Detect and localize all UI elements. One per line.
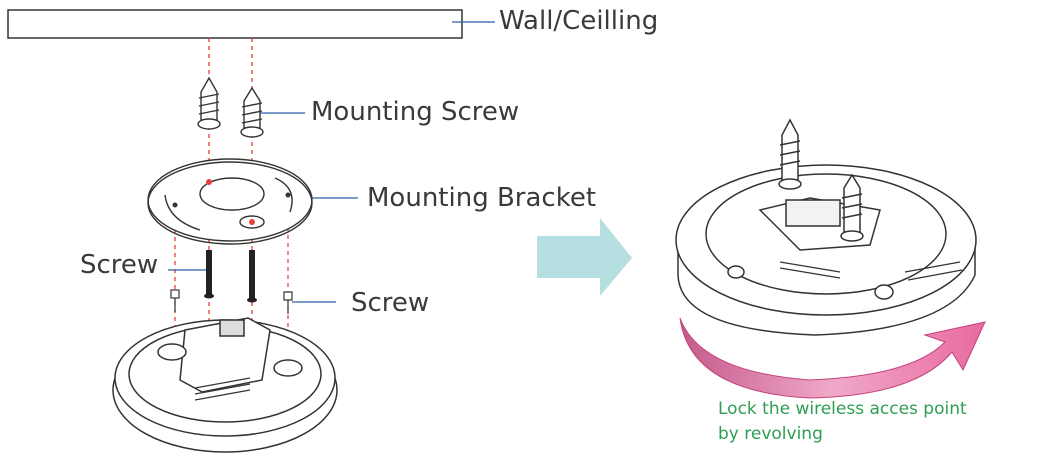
screw-label-left: Screw <box>80 250 159 280</box>
callout-lines <box>168 21 495 303</box>
access-point-mounted-view <box>675 118 977 336</box>
long-screws <box>204 250 257 303</box>
instruction-line-2: by revolving <box>718 424 823 444</box>
instruction-line-1: Lock the wireless acces point <box>718 399 967 419</box>
mounting-bracket <box>147 158 313 245</box>
rotate-arrow <box>679 317 986 399</box>
small-screws <box>170 289 293 314</box>
mounting-screw-label: Mounting Screw <box>311 97 520 127</box>
mounting-screw-right <box>240 86 264 138</box>
wall-ceiling-plate <box>7 9 463 39</box>
wall-ceiling-label: Wall/Ceilling <box>499 6 659 36</box>
mounting-bracket-label: Mounting Bracket <box>367 183 597 213</box>
access-point-bottom-view <box>112 317 338 453</box>
mounting-screw-left <box>197 76 221 130</box>
next-step-arrow <box>537 218 632 296</box>
screw-label-right: Screw <box>351 288 430 318</box>
